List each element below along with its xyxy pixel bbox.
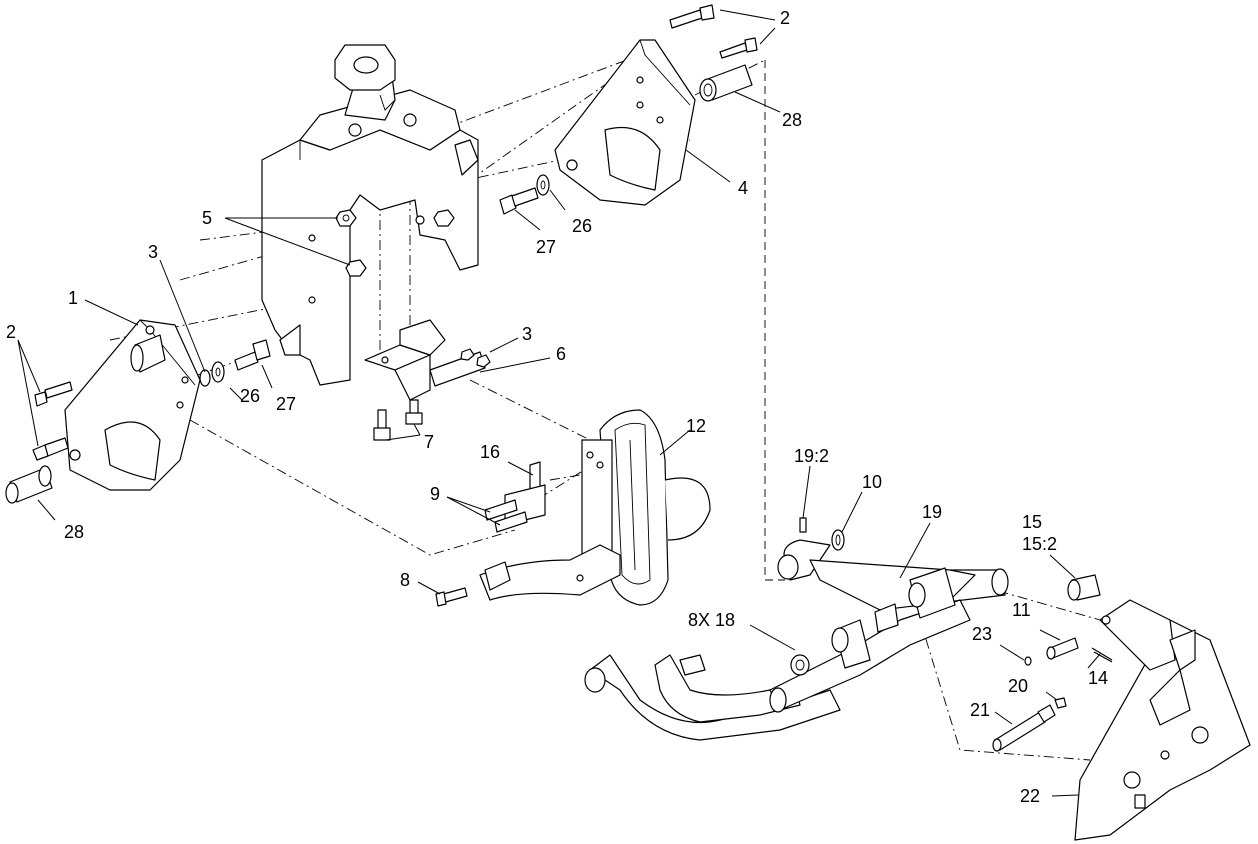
callout-10: 10 [862, 472, 882, 492]
pin-11 [1046, 637, 1079, 660]
bolt-8 [435, 587, 468, 607]
cotter-14 [1091, 647, 1113, 663]
leader-lines [17, 9, 1101, 797]
callout-19-2: 19:2 [794, 446, 829, 466]
callout-14: 14 [1088, 668, 1108, 688]
right-plate-4 [554, 39, 696, 206]
callout-7: 7 [424, 432, 434, 452]
bolt-27-top [499, 187, 539, 215]
callout-11: 11 [1012, 600, 1031, 620]
bracket-6 [364, 319, 486, 401]
callout-12: 12 [686, 416, 706, 436]
linkage-tubes [584, 567, 971, 741]
callout-16: 16 [480, 442, 500, 462]
callout-20: 20 [1008, 676, 1028, 696]
callout-19: 19 [922, 502, 942, 522]
side-plate-22 [1074, 599, 1251, 841]
callout-3-mid: 3 [522, 324, 532, 344]
callout-6: 6 [556, 344, 566, 364]
callout-1: 1 [68, 288, 78, 308]
callout-2-left: 2 [6, 322, 16, 342]
left-plate-1 [64, 319, 201, 491]
callout-9: 9 [430, 484, 440, 504]
callout-28-left: 28 [64, 522, 84, 542]
washer-26-mid [199, 361, 225, 387]
callout-22: 22 [1020, 786, 1040, 806]
callout-28-top: 28 [782, 110, 802, 130]
callout-3-left: 3 [148, 242, 158, 262]
frame-bracket [261, 44, 479, 386]
bolt-2-top [669, 4, 758, 59]
bolt-7 [373, 399, 423, 441]
callout-labels: 2 28 4 26 27 5 3 1 2 26 27 28 3 6 7 12 1… [6, 8, 1108, 806]
pin-19-2 [799, 517, 807, 533]
nut-3-mid [460, 348, 491, 368]
ring-10 [831, 529, 845, 551]
callout-2-top: 2 [780, 8, 790, 28]
bolt-27-mid [234, 339, 271, 371]
fitting-20 [1054, 697, 1067, 709]
callout-4: 4 [738, 178, 748, 198]
bushing-28-top [699, 64, 753, 102]
clip-23 [1024, 656, 1032, 666]
washer-26-top [536, 174, 550, 196]
nut-5 [335, 209, 455, 277]
bolt-9 [484, 499, 528, 533]
shaft-19 [777, 539, 1009, 611]
callout-5: 5 [202, 208, 212, 228]
pedal-arm [479, 544, 621, 601]
callout-8: 8 [400, 570, 410, 590]
callout-26-top: 26 [572, 216, 592, 236]
assembly-phantom-lines [109, 54, 1101, 761]
callout-15-2: 15:2 [1022, 534, 1057, 554]
callout-27-top: 27 [536, 237, 556, 257]
callout-8x18: 8X 18 [688, 610, 735, 630]
bolt-2-left [32, 381, 73, 461]
callout-27-mid: 27 [276, 394, 296, 414]
callout-15: 15 [1022, 512, 1042, 532]
bushing-18 [790, 654, 810, 676]
bushing-15 [1067, 574, 1101, 601]
callout-26-mid: 26 [240, 386, 260, 406]
callout-21: 21 [970, 700, 990, 720]
spring-21 [992, 704, 1056, 752]
callout-23: 23 [972, 624, 992, 644]
bushing-28-left [5, 465, 53, 504]
